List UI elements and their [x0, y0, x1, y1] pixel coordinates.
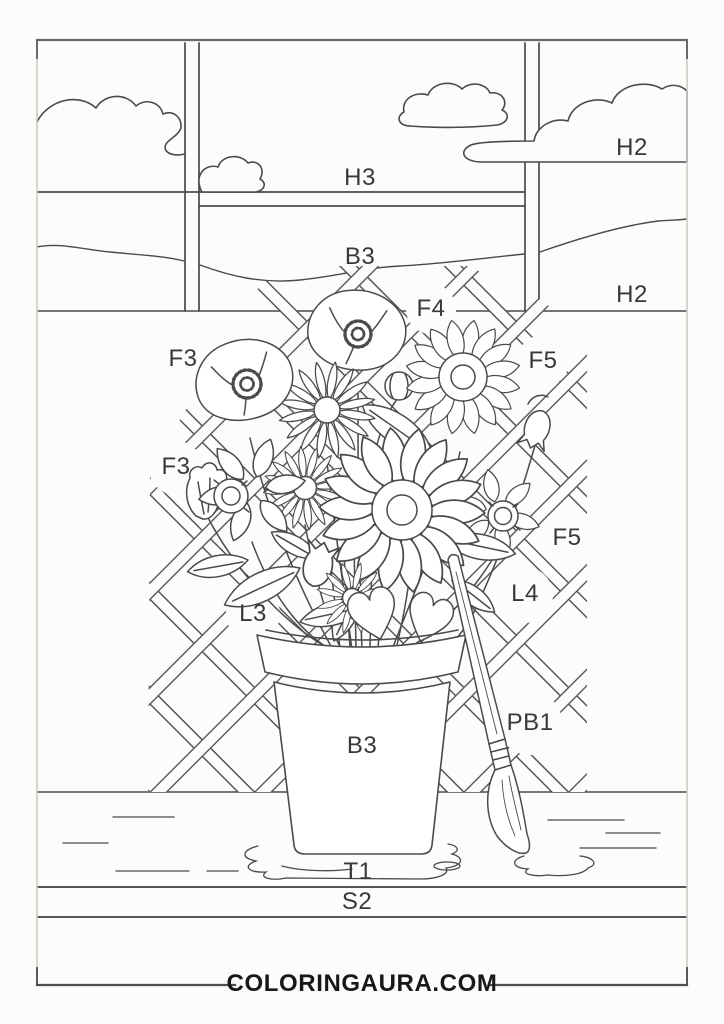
color-code-b3-sky: B3 — [344, 243, 376, 270]
pot-opening-back-edge — [265, 629, 459, 641]
color-code-s2: S2 — [341, 888, 373, 915]
cloud-small-middle — [398, 82, 509, 129]
daisy-upper-center — [313, 396, 341, 424]
flower-pot — [256, 629, 467, 855]
pot-rim — [256, 634, 467, 685]
color-code-h2-hills: H2 — [616, 281, 648, 308]
window-frame — [36, 42, 540, 312]
brush-puddle — [514, 855, 595, 877]
wood-grain — [62, 816, 661, 872]
color-code-l4: L4 — [511, 580, 539, 607]
paintbrush-bristles — [486, 764, 531, 855]
cloud-on-bar — [198, 155, 265, 193]
color-code-pb1: PB1 — [506, 709, 554, 736]
poppy-center-dots — [350, 326, 366, 342]
pot-body — [273, 681, 451, 855]
windowsill-details — [62, 816, 661, 880]
poppy-center-dots — [239, 376, 255, 392]
color-code-f4: F4 — [416, 295, 446, 322]
color-code-f3-upper: F3 — [168, 345, 198, 372]
color-code-l3: L3 — [239, 600, 267, 627]
page-border — [35, 38, 689, 987]
daffodil-right-trumpet — [487, 500, 521, 534]
trellis-label-clearings — [149, 284, 594, 755]
footer-site-url: COLORINGAURA.COM — [226, 970, 498, 997]
color-code-f3-lower: F3 — [161, 453, 191, 480]
color-code-f5-lower: F5 — [552, 524, 582, 551]
color-code-h2-sky: H2 — [616, 134, 648, 161]
water-drop — [433, 861, 461, 871]
sunflower-lower-center — [371, 479, 433, 541]
cloud-large-right — [462, 83, 688, 163]
paintbrush-handle — [447, 553, 506, 745]
poppy-stippled-center — [231, 368, 263, 400]
color-code-b3-pot: B3 — [346, 732, 378, 759]
color-code-f5-upper: F5 — [528, 347, 558, 374]
clouds — [36, 82, 688, 193]
flower-bouquet — [184, 289, 557, 653]
daffodil-left-trumpet — [213, 478, 250, 514]
bluebell-sepal — [527, 394, 549, 405]
color-code-t1: T1 — [343, 858, 373, 885]
sunflower-upper-center — [438, 352, 488, 402]
poppy-stippled-center — [343, 319, 373, 349]
color-code-h3: H3 — [344, 164, 376, 191]
table-edge-lines — [37, 886, 687, 918]
paintbrush — [447, 553, 531, 855]
cloud-top-left — [36, 95, 186, 156]
water-puddle — [244, 843, 462, 880]
